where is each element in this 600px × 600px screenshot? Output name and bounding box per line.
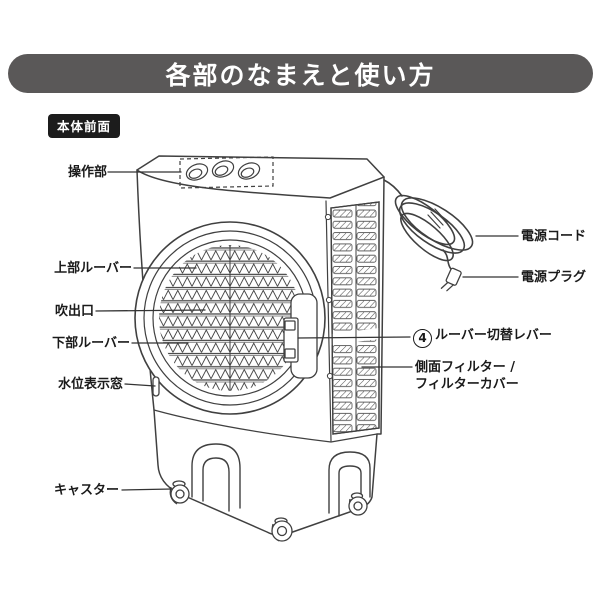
casters	[169, 480, 368, 542]
louver-lever-drawing	[283, 293, 318, 379]
side-filter-drawing	[330, 201, 380, 435]
label-caster: キャスター	[53, 483, 119, 498]
page-title-bar: 各部のなまえと使い方	[8, 54, 593, 93]
page-title: 各部のなまえと使い方	[165, 60, 436, 90]
power-cord-drawing	[383, 179, 474, 292]
leader-lines	[95, 171, 519, 491]
label-water-level-window: 水位表示窓	[57, 377, 123, 392]
label-louver-lever-text: ルーバー切替レバー	[435, 328, 552, 343]
control-panel-drawing	[179, 156, 274, 189]
label-lower-louver: 下部ルーバー	[52, 336, 130, 351]
label-upper-louver: 上部ルーバー	[54, 261, 132, 276]
tank-arches	[191, 443, 371, 517]
label-side-filter-line2: フィルターカバー	[415, 377, 519, 392]
circled-number-4: 4	[413, 329, 432, 348]
label-power-cord: 電源コード	[521, 229, 587, 244]
power-plug-drawing	[440, 267, 462, 292]
label-side-filter: 側面フィルター / フィルターカバー	[415, 359, 519, 393]
label-side-filter-line1: 側面フィルター /	[415, 360, 516, 375]
label-power-plug: 電源プラグ	[521, 270, 587, 285]
label-air-outlet: 吹出口	[54, 304, 94, 319]
section-badge: 本体前面	[48, 114, 121, 138]
label-control-panel: 操作部	[67, 165, 107, 180]
